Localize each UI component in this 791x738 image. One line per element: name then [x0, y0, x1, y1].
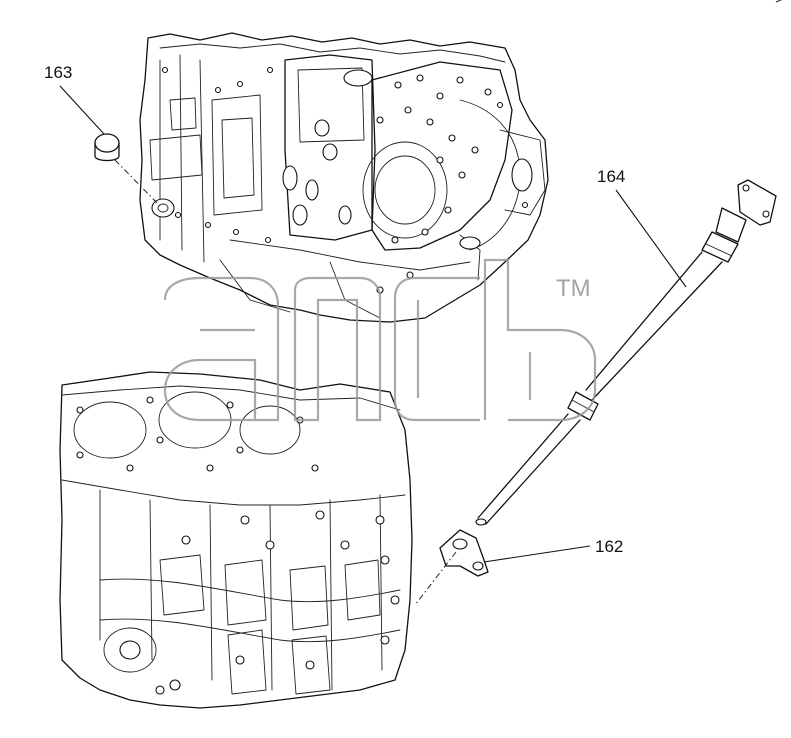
- watermark-logo: TM: [163, 258, 597, 422]
- clamp-bracket-162: [439, 529, 489, 577]
- assembly-center-lines: [114, 0, 783, 606]
- leader-163: [59, 85, 105, 135]
- lower-engine-block: [59, 371, 413, 709]
- watermark-trademark: TM: [556, 275, 591, 302]
- callouts: 163 164 162: [44, 63, 687, 563]
- plug-163: [94, 133, 120, 162]
- callout-163: 163: [44, 63, 72, 82]
- leader-164: [615, 189, 687, 288]
- plug-port: [151, 198, 175, 218]
- leader-162: [483, 545, 591, 563]
- callout-162: 162: [595, 537, 623, 556]
- lower-block-bolt-holes: [76, 396, 400, 695]
- callout-164: 164: [597, 167, 625, 186]
- dipstick-tube-164: [475, 179, 777, 526]
